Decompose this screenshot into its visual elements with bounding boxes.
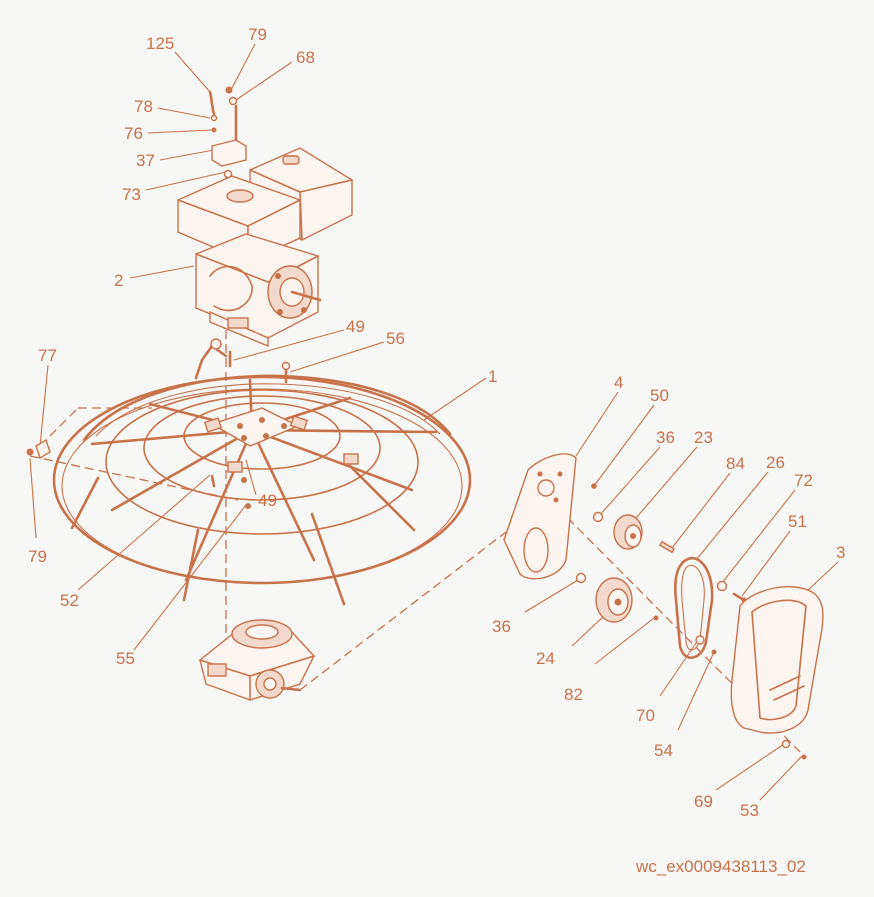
callout-68: 68 xyxy=(296,48,315,67)
callout-36-bot: 36 xyxy=(492,617,511,636)
callout-labels: 125 79 68 78 76 37 73 2 49 56 77 1 49 79… xyxy=(28,25,845,820)
assembly-lines xyxy=(29,176,801,753)
callout-50: 50 xyxy=(650,386,669,405)
callout-52: 52 xyxy=(60,591,79,610)
throttle-control-parts xyxy=(208,86,247,179)
callout-24: 24 xyxy=(536,649,555,668)
leader-lines xyxy=(29,43,839,801)
callout-4: 4 xyxy=(614,373,623,392)
engine xyxy=(177,147,353,348)
callout-79-top: 79 xyxy=(248,25,267,44)
callout-125: 125 xyxy=(146,34,174,53)
callout-76: 76 xyxy=(124,124,143,143)
callout-79-left: 79 xyxy=(28,547,47,566)
callout-26: 26 xyxy=(766,453,785,472)
callout-70: 70 xyxy=(636,706,655,725)
callout-78: 78 xyxy=(134,97,153,116)
callout-49-mid: 49 xyxy=(258,491,277,510)
callout-37: 37 xyxy=(136,151,155,170)
trowel-ring-assembly xyxy=(26,338,472,606)
callout-1: 1 xyxy=(488,367,497,386)
callout-2: 2 xyxy=(114,271,123,290)
callout-51: 51 xyxy=(788,512,807,531)
figure-id: wc_ex0009438113_02 xyxy=(635,857,806,876)
callout-54: 54 xyxy=(654,741,673,760)
callout-73: 73 xyxy=(122,185,141,204)
gearbox xyxy=(199,619,315,701)
belt-drive-parts xyxy=(503,453,824,760)
callout-69: 69 xyxy=(694,792,713,811)
callout-72: 72 xyxy=(794,471,813,490)
callout-49-top: 49 xyxy=(346,317,365,336)
callout-53: 53 xyxy=(740,801,759,820)
callout-84: 84 xyxy=(726,454,745,473)
callout-56: 56 xyxy=(386,329,405,348)
callout-3: 3 xyxy=(836,543,845,562)
callout-82: 82 xyxy=(564,685,583,704)
callout-23: 23 xyxy=(694,428,713,447)
callout-36-top: 36 xyxy=(656,428,675,447)
callout-77: 77 xyxy=(38,346,57,365)
callout-55: 55 xyxy=(116,649,135,668)
